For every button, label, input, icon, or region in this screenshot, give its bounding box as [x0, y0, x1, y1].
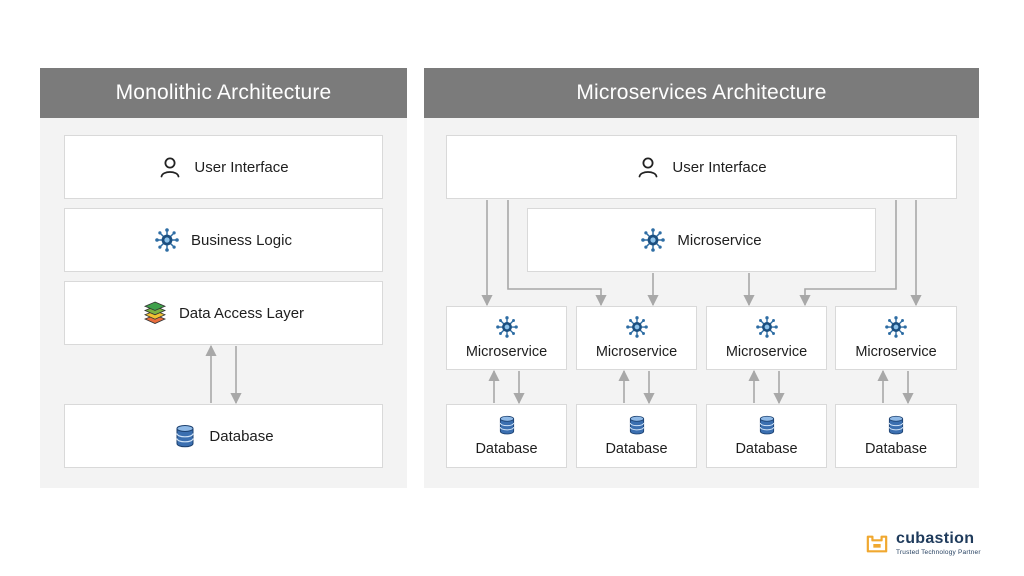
network-node-icon: [756, 316, 778, 338]
microservice-box-2: Microservice: [576, 306, 697, 370]
service-database-label-2: Database: [605, 441, 668, 457]
network-node-icon: [155, 228, 179, 252]
service-database-box-1: Database: [446, 404, 567, 468]
service-database-box-2: Database: [576, 404, 697, 468]
service-database-label-3: Database: [735, 441, 798, 457]
brand-tagline: Trusted Technology Partner: [896, 549, 981, 556]
monolithic-panel: Monolithic Architecture User Interface B…: [40, 68, 407, 488]
user-icon: [636, 155, 660, 179]
mono-business-logic-box: Business Logic: [64, 208, 383, 272]
service-database-box-3: Database: [706, 404, 827, 468]
microservices-panel: Microservices Architecture User Interfac…: [424, 68, 979, 488]
network-node-icon: [641, 228, 665, 252]
database-icon: [886, 415, 906, 435]
mono-data-access-layer-box: Data Access Layer: [64, 281, 383, 345]
micro-gateway-microservice-box: Microservice: [527, 208, 876, 272]
mono-user-interface-box: User Interface: [64, 135, 383, 199]
cubastion-logo-icon: [866, 533, 888, 555]
network-node-icon: [496, 316, 518, 338]
microservice-box-4: Microservice: [835, 306, 957, 370]
network-node-icon: [885, 316, 907, 338]
micro-user-interface-box: User Interface: [446, 135, 957, 199]
mono-database-box: Database: [64, 404, 383, 468]
microservices-title: Microservices Architecture: [424, 68, 979, 118]
microservice-box-3: Microservice: [706, 306, 827, 370]
microservice-label-2: Microservice: [595, 344, 678, 360]
monolithic-title: Monolithic Architecture: [40, 68, 407, 118]
mono-data-access-layer-label: Data Access Layer: [178, 304, 305, 322]
microservice-label-4: Microservice: [855, 344, 937, 360]
mono-business-logic-label: Business Logic: [191, 231, 292, 249]
microservice-label-3: Microservice: [725, 344, 808, 360]
micro-gateway-microservice-label: Microservice: [677, 231, 762, 249]
stacked-layers-icon: [143, 301, 167, 325]
database-icon: [757, 415, 777, 435]
database-icon: [497, 415, 517, 435]
service-database-label-4: Database: [864, 441, 928, 457]
micro-user-interface-label: User Interface: [672, 158, 767, 176]
mono-user-interface-label: User Interface: [194, 158, 289, 176]
mono-database-label: Database: [209, 427, 274, 445]
database-icon: [173, 424, 197, 448]
service-database-label-1: Database: [475, 441, 538, 457]
brand-name: cubastion: [896, 530, 975, 547]
user-icon: [158, 155, 182, 179]
microservice-label-1: Microservice: [465, 344, 548, 360]
microservice-box-1: Microservice: [446, 306, 567, 370]
database-icon: [627, 415, 647, 435]
brand-logo: cubastion Trusted Technology Partner: [866, 531, 981, 557]
service-database-box-4: Database: [835, 404, 957, 468]
network-node-icon: [626, 316, 648, 338]
